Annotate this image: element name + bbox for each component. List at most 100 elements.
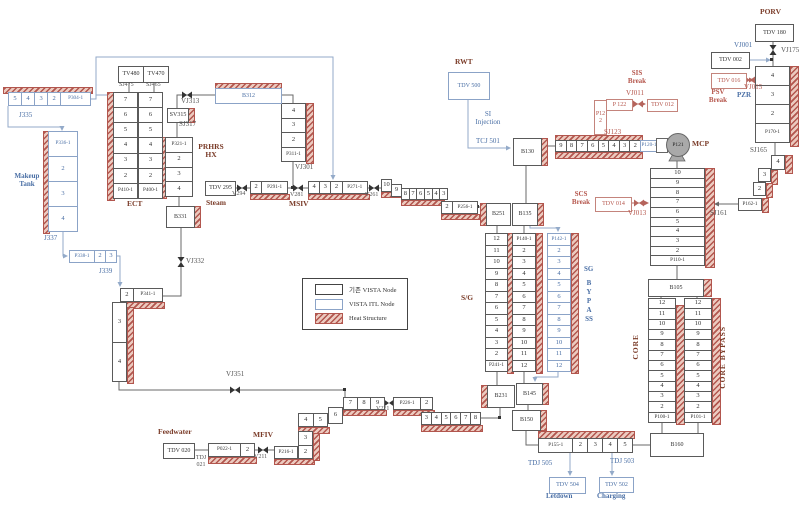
node-cell: 12 [512, 359, 536, 372]
label-pzr: PZR [737, 91, 751, 99]
node-stack-surge-3: 3 [758, 168, 771, 182]
node-cell: 5 [138, 122, 163, 139]
node-cell: 3 [48, 181, 78, 207]
label-v294: V294 [232, 191, 246, 197]
node-stack-surge-2: 2 [753, 182, 766, 196]
node-stack-p216: P216-1 [274, 446, 298, 459]
valve-vj011 [633, 100, 643, 108]
label-sj123: SJ123 [604, 128, 622, 136]
node-cell: P271-1 [341, 181, 368, 194]
node-cell: P226-1 [393, 397, 422, 410]
valve-v211 [258, 446, 268, 454]
valve-vj013 [634, 199, 644, 207]
node-cell: 5 [113, 122, 138, 139]
heat-structure [762, 198, 769, 213]
valve-v294 [237, 184, 247, 192]
label-sj317: SJ317 [179, 120, 197, 128]
heat-structure [771, 170, 778, 185]
valve-v261 [369, 184, 379, 192]
node-tdv016: TDV 016 [711, 73, 747, 89]
node-cell: 3 [587, 438, 604, 453]
valve-v281 [293, 184, 303, 192]
label-rwt: RWT [455, 57, 473, 66]
label-j339: J339 [99, 267, 113, 275]
node-cell: 2 [48, 156, 78, 182]
node-cell: 7 [138, 92, 163, 109]
label-ect: ECT [127, 199, 143, 208]
legend-item-heat-structure: Heat Structure [315, 313, 407, 325]
node-cell: 8 [356, 397, 372, 410]
node-cell: P216-1 [274, 446, 298, 459]
node-cell: 3 [758, 168, 771, 182]
label-tdj021: TDJ 021 [195, 455, 207, 468]
label-vj015: VJ015 [744, 83, 763, 91]
node-b160: B160 [650, 433, 704, 457]
node-cell: 6 [138, 107, 163, 124]
node-cell: 2 [165, 151, 193, 168]
label-sg-bypass: BYPASS [585, 279, 593, 323]
node-cell: 5 [8, 92, 23, 106]
node-cell: 5 [312, 413, 328, 427]
heat-structure [250, 194, 290, 200]
label-v281: V281 [290, 192, 304, 198]
node-cell: 2 [420, 397, 433, 410]
node-cell: 4 [48, 206, 78, 232]
node-cell: 2 [753, 182, 766, 196]
node-cell: 2 [755, 104, 790, 124]
node-cell: P321-1 [165, 137, 193, 153]
label-vj011: VJ011 [626, 89, 645, 97]
label-steam: Steam [206, 198, 226, 207]
label-vj332: VJ332 [186, 257, 205, 265]
label-porv: PORV [760, 7, 781, 16]
valve-vj015 [745, 76, 755, 84]
node-b130: B130 [513, 138, 542, 166]
heat-structure [401, 200, 445, 206]
node-p122-vertical: P122 [594, 100, 607, 135]
heat-structure [705, 168, 715, 268]
node-cell: 9 [370, 397, 386, 410]
node-cell: P142-1 [547, 233, 571, 246]
legend: 기존 VISTA Node VISTA ITL Node Heat Struct… [302, 278, 408, 330]
label-v211: V211 [254, 454, 268, 460]
valve-vj351 [230, 386, 240, 394]
label-msiv: MSIV [289, 199, 309, 208]
node-b231: B231 [487, 385, 515, 408]
node-tdv020: TDV 020 [163, 443, 195, 459]
heat-structure [785, 155, 793, 174]
heat-structure [712, 298, 721, 425]
label-tdj503: TDJ 503 [610, 457, 635, 465]
label-sj465: SJ465 [146, 82, 161, 88]
heat-structure [308, 194, 370, 200]
label-sj161: SJ161 [710, 209, 728, 217]
label-feedwater: Feedwater [158, 427, 192, 436]
node-cell: 3 [281, 117, 306, 133]
heat-structure [343, 410, 387, 416]
node-cell: P170-1 [755, 123, 790, 143]
node-cell: 4 [112, 341, 127, 382]
label-vj313: VJ313 [181, 97, 200, 105]
valve-vj175 [769, 45, 777, 55]
node-cell: P100-1 [648, 411, 676, 423]
heat-structure [306, 103, 314, 164]
node-cell: 3 [113, 152, 138, 169]
label-sis-break: SIS Break [627, 69, 647, 85]
label-v261: V261 [365, 192, 379, 198]
node-cell: 6 [113, 107, 138, 124]
label-si-injection: SI Injection [475, 110, 501, 126]
label-scs-break: SCS Break [571, 190, 591, 206]
label-vj351: VJ351 [226, 370, 245, 378]
node-cell: P155-1 [538, 438, 574, 453]
node-cell: 3 [298, 431, 313, 446]
label-sg: S/G [461, 293, 474, 302]
node-cell: 7 [113, 92, 138, 109]
